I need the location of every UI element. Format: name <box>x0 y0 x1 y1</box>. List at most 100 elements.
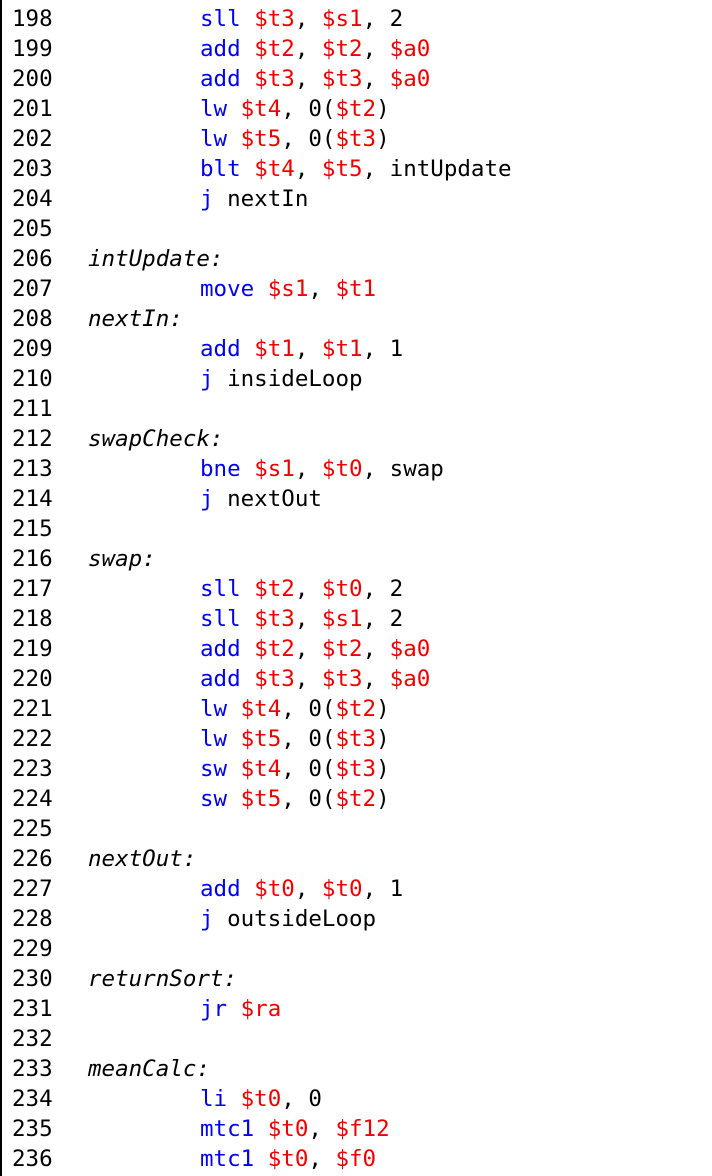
code-label: nextOut: <box>88 846 197 872</box>
opcode: sw <box>200 756 228 782</box>
line-number: 204 <box>12 186 53 212</box>
instruction: j outsideLoop <box>200 904 376 934</box>
opcode: add <box>200 336 241 362</box>
register: $t1 <box>321 336 363 362</box>
operand-text: , 2 <box>362 6 404 32</box>
line-number: 215 <box>12 516 53 542</box>
line-number: 232 <box>12 1026 53 1052</box>
register: $t0 <box>321 876 363 902</box>
register: $t2 <box>254 636 295 662</box>
register: $t2 <box>321 36 363 62</box>
operand-text: , 0( <box>281 756 336 782</box>
operand-text: , <box>362 36 390 62</box>
register: $t0 <box>240 1086 282 1112</box>
register: $t2 <box>335 696 377 722</box>
opcode: mtc1 <box>200 1146 255 1172</box>
line-number: 235 <box>12 1116 53 1142</box>
code-line[interactable]: 211 <box>2 394 712 424</box>
operand-text: ) <box>376 786 390 812</box>
line-number: 206 <box>12 246 53 272</box>
code-line[interactable]: 229 <box>2 934 712 964</box>
operand-text: , 1 <box>362 876 404 902</box>
instruction: sll $t3, $s1, 2 <box>200 4 403 34</box>
operand-text <box>227 786 241 812</box>
line-number: 227 <box>12 876 53 902</box>
register: $f12 <box>335 1116 390 1142</box>
code-line[interactable]: 224 sw $t5, 0($t2) <box>2 784 712 814</box>
register: $t0 <box>321 456 363 482</box>
operand-text: , 0( <box>281 96 336 122</box>
operand-text <box>241 606 255 632</box>
operand-text: , swap <box>362 456 444 482</box>
register: $s1 <box>321 606 363 632</box>
operand-text: , <box>294 336 322 362</box>
code-label: returnSort: <box>88 966 238 992</box>
operand-text: , intUpdate <box>362 156 512 182</box>
code-line[interactable]: 225 <box>2 814 712 844</box>
code-line[interactable]: 215 <box>2 514 712 544</box>
code-line[interactable]: 232 <box>2 1024 712 1054</box>
opcode: sll <box>200 6 241 32</box>
register: $t1 <box>335 276 377 302</box>
opcode: mtc1 <box>200 1116 255 1142</box>
line-number: 209 <box>12 336 53 362</box>
operand-text <box>227 696 241 722</box>
opcode: j <box>200 186 214 212</box>
operand-text: , <box>294 666 322 692</box>
code-line[interactable]: 216 swap: <box>2 544 712 574</box>
instruction: sw $t4, 0($t3) <box>200 754 390 784</box>
code-label: swap: <box>88 546 156 572</box>
operand-text: , <box>362 66 390 92</box>
code-line[interactable]: 205 <box>2 214 712 244</box>
line-number: 213 <box>12 456 53 482</box>
operand-text: , 0 <box>281 1086 322 1112</box>
register: $a0 <box>389 36 431 62</box>
instruction: lw $t5, 0($t3) <box>200 124 390 154</box>
operand-text <box>241 456 255 482</box>
line-number: 224 <box>12 786 53 812</box>
instruction: sw $t5, 0($t2) <box>200 784 390 814</box>
line-number: 200 <box>12 66 53 92</box>
code-label: nextIn: <box>88 306 183 332</box>
line-number: 216 <box>12 546 53 572</box>
register: $s1 <box>267 276 309 302</box>
line-number: 212 <box>12 426 53 452</box>
line-number: 233 <box>12 1056 53 1082</box>
register: $t3 <box>321 66 363 92</box>
opcode: sll <box>200 576 241 602</box>
register: $t5 <box>240 726 282 752</box>
